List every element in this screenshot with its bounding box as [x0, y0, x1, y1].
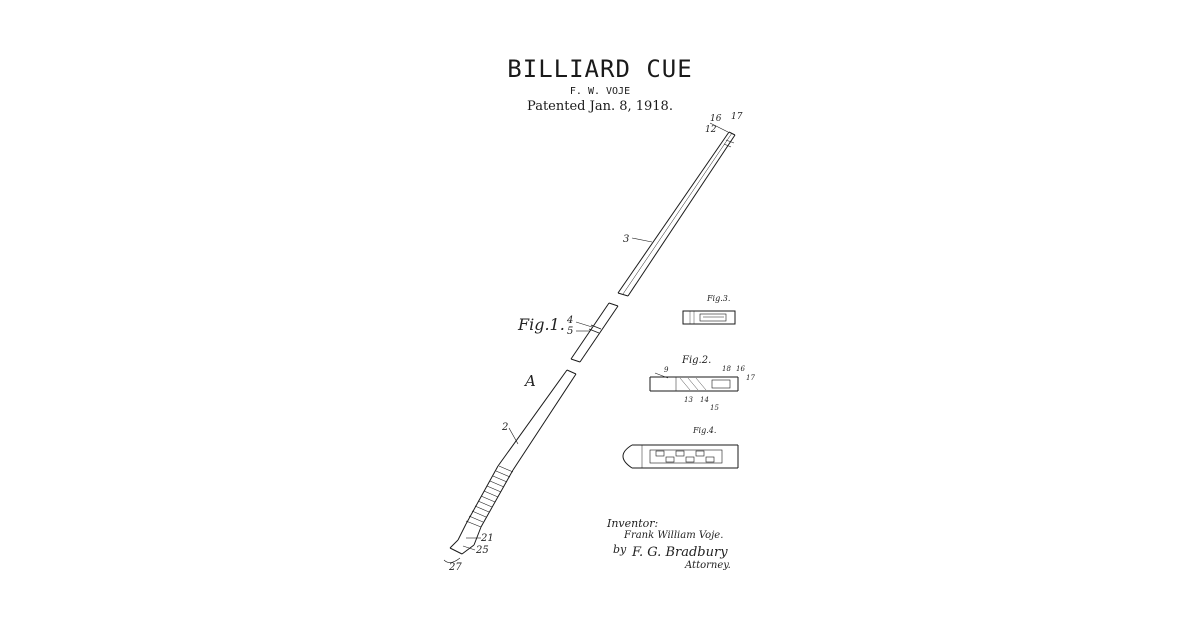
ref-13: 13	[684, 396, 693, 404]
fig2-label: Fig.2.	[681, 355, 711, 366]
ref-17b: 17	[746, 374, 755, 382]
leader-lines	[443, 122, 729, 563]
ref-27: 27	[448, 562, 462, 573]
letter-a-label: A	[523, 372, 536, 390]
inventor-name: F. W. VOJE	[569, 86, 631, 97]
fig3-detail	[682, 310, 736, 325]
patent-title: BILLIARD CUE	[507, 55, 693, 83]
attorney-signature: F. G. Bradbury	[631, 545, 728, 560]
fig2-detail	[649, 376, 739, 392]
cue-upper-shaft	[617, 131, 736, 297]
ref-15: 15	[710, 404, 719, 412]
inventor-label: Inventor:	[606, 517, 658, 530]
fig1-label: Fig.1.	[517, 315, 565, 334]
fig3-label: Fig.3.	[706, 294, 730, 303]
ref-18: 18	[722, 365, 731, 373]
ref-5: 5	[567, 326, 573, 337]
fig4-label: Fig.4.	[692, 426, 716, 435]
ref-16b: 16	[736, 365, 745, 373]
ref-14: 14	[700, 396, 709, 404]
patent-date: Patented Jan. 8, 1918.	[527, 99, 673, 114]
fig4-detail	[622, 444, 739, 469]
ref-25: 25	[475, 545, 489, 556]
ref-2: 2	[501, 422, 508, 433]
ref-17: 17	[731, 112, 743, 122]
ref-21: 21	[480, 533, 494, 544]
ref-9: 9	[664, 366, 669, 374]
title-block: BILLIARD CUE F. W. VOJE Patented Jan. 8,…	[0, 55, 1200, 115]
ref-4: 4	[566, 315, 573, 326]
attorney-label: Attorney.	[684, 560, 731, 571]
by-label: by	[613, 543, 627, 556]
inventor-signature: Frank William Voje.	[623, 530, 723, 541]
ref-12: 12	[705, 125, 717, 135]
cue-middle-segment	[570, 302, 619, 363]
cue-butt-segment	[449, 369, 577, 555]
ref-3: 3	[623, 234, 629, 245]
cue-wrap-hatching	[465, 465, 514, 528]
ref-16: 16	[710, 114, 722, 124]
